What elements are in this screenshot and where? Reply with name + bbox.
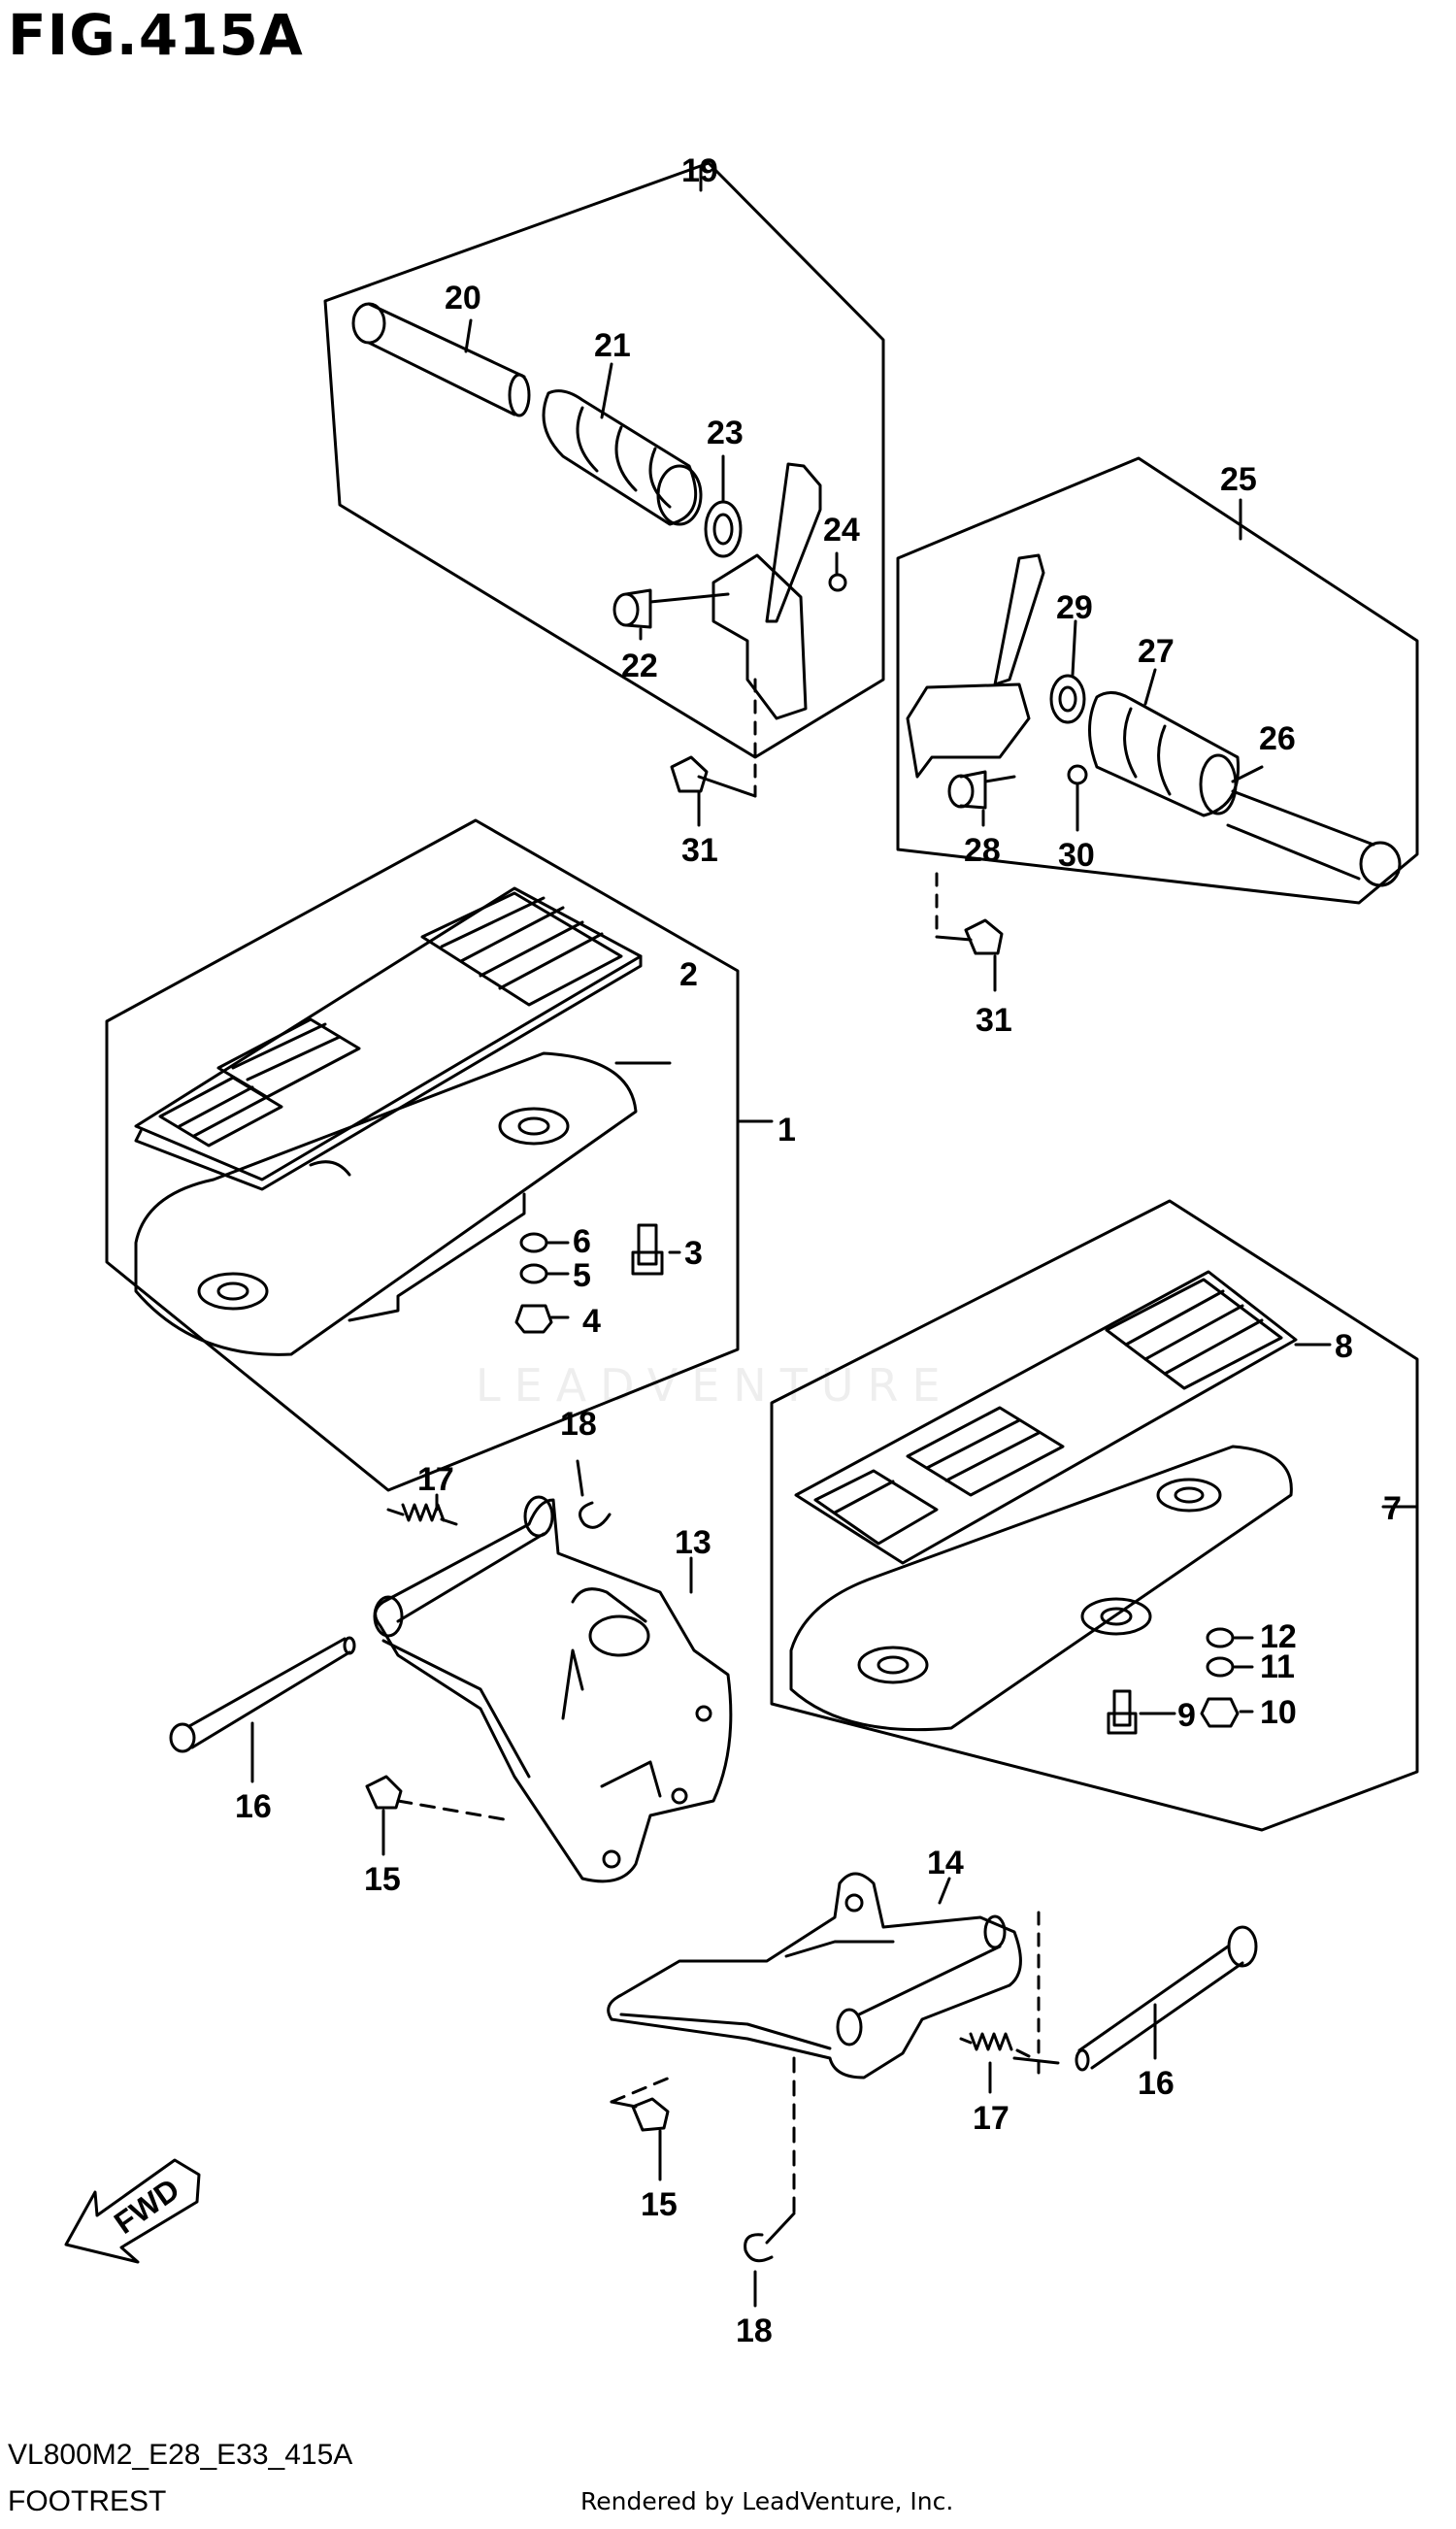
callout-8: 8: [1335, 1328, 1353, 1365]
callout-9: 9: [1177, 1697, 1196, 1734]
callout-29: 29: [1056, 589, 1093, 626]
nut-10: [1200, 1697, 1240, 1728]
group-7-floorboard: [770, 1199, 1419, 1832]
clip-18-right: [744, 2233, 774, 2263]
callout-26: 26: [1259, 720, 1296, 757]
clip-18-left: [579, 1501, 612, 1529]
callout-22: 22: [621, 648, 658, 684]
board-8: [794, 1270, 1298, 1565]
callout-17-right: 17: [973, 2100, 1009, 2137]
group-1-frame: [105, 818, 740, 1492]
callout-15-right: 15: [641, 2186, 678, 2223]
callout-3: 3: [684, 1235, 703, 1272]
callout-4: 4: [582, 1303, 601, 1340]
callout-10: 10: [1260, 1694, 1297, 1731]
callout-23: 23: [707, 415, 744, 451]
bracket-25: [906, 553, 1045, 779]
bracket-13: [373, 1495, 733, 1883]
callout-30: 30: [1058, 837, 1095, 874]
figure-name: FOOTREST: [8, 2485, 167, 2517]
figure-code: VL800M2_E28_E33_415A: [8, 2439, 353, 2471]
spring-17-right: [959, 2032, 1031, 2058]
board-frame-1: [134, 1051, 638, 1356]
pin-20: [351, 302, 531, 417]
callout-14: 14: [927, 1845, 964, 1881]
bolt-31-right: [935, 918, 1004, 955]
group-25-footpeg-assembly: [896, 456, 1419, 992]
callout-31-right: 31: [976, 1002, 1012, 1039]
rubber-21: [542, 389, 703, 526]
callout-6: 6: [573, 1223, 591, 1260]
bracket-14: [607, 1872, 1022, 2080]
bolt-15-left: [365, 1775, 512, 1822]
cotter-pin-30: [1067, 764, 1088, 785]
callout-15-left: 15: [364, 1861, 401, 1898]
group-25-frame: [896, 456, 1419, 905]
spring-17-left: [386, 1503, 458, 1526]
clevis-pin-22: [612, 588, 730, 629]
watermark-text: LEADVENTURE: [476, 1359, 954, 1412]
callout-18-right: 18: [736, 2313, 773, 2349]
washer-11: [1206, 1656, 1235, 1678]
group-19-frame: [323, 161, 885, 759]
callout-16-right: 16: [1138, 2065, 1175, 2102]
washer-23: [704, 500, 743, 558]
bolt-31-left: [670, 755, 757, 798]
callout-28: 28: [964, 832, 1001, 869]
stud-3: [631, 1223, 664, 1276]
callout-7: 7: [1383, 1490, 1402, 1527]
clevis-pin-28: [947, 770, 1016, 810]
callout-27: 27: [1138, 633, 1175, 670]
washer-5: [519, 1263, 548, 1284]
callout-16-left: 16: [235, 1788, 272, 1825]
callout-24: 24: [823, 512, 860, 549]
fwd-direction-arrow: FWD: [64, 2158, 201, 2264]
callout-2: 2: [679, 956, 698, 993]
washer-6: [519, 1232, 548, 1253]
cotter-pin-24: [828, 573, 847, 592]
figure-title: FIG.415A: [8, 2, 304, 68]
stud-9: [1107, 1689, 1138, 1735]
group-7-frame: [770, 1199, 1419, 1832]
bolt-16-right: [1075, 1925, 1258, 2072]
bolt-15-right: [610, 2076, 672, 2132]
callout-13: 13: [675, 1524, 711, 1561]
bracket-19: [711, 462, 822, 720]
washer-29: [1049, 674, 1086, 724]
nut-4: [514, 1304, 553, 1334]
callout-11: 11: [1260, 1648, 1295, 1685]
callout-5: 5: [573, 1257, 591, 1294]
pin-26: [1226, 789, 1402, 887]
bolt-16-left: [169, 1636, 356, 1753]
washer-12: [1206, 1627, 1235, 1648]
callout-31-left: 31: [681, 832, 718, 869]
board-2: [134, 886, 643, 1191]
render-credit: Rendered by LeadVenture, Inc.: [580, 2487, 954, 2515]
callout-17-left: 17: [417, 1461, 454, 1498]
callout-25: 25: [1220, 461, 1257, 498]
board-frame-7: [789, 1445, 1293, 1732]
callout-19: 19: [681, 152, 718, 189]
callout-12: 12: [1260, 1618, 1297, 1655]
callout-20: 20: [445, 280, 481, 316]
callout-21: 21: [594, 327, 631, 364]
callout-1: 1: [778, 1112, 796, 1148]
group-1-floorboard: [105, 818, 774, 1492]
callout-18-left: 18: [560, 1406, 597, 1443]
group-19-footpeg-assembly: [323, 161, 885, 827]
rubber-27: [1088, 691, 1241, 817]
